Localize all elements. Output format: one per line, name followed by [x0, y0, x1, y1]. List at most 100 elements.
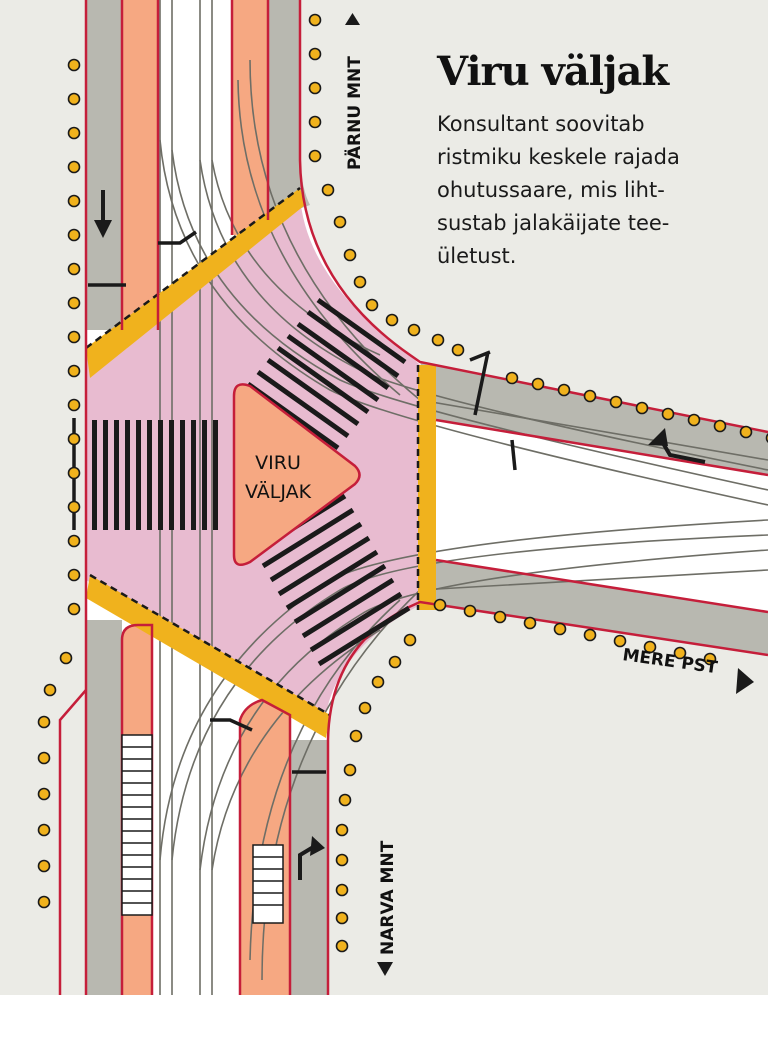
tree-dot: [661, 407, 675, 421]
tree-dot: [358, 701, 372, 715]
tree-dot: [583, 628, 597, 642]
tree-dot: [308, 47, 322, 61]
tree-dot: [67, 194, 81, 208]
tree-dot: [37, 859, 51, 873]
tree-dot: [67, 568, 81, 582]
tree-dot: [67, 466, 81, 480]
tree-dot: [407, 323, 421, 337]
tree-dot: [613, 634, 627, 648]
street-name-narva: NARVA MNT: [378, 840, 398, 955]
north-bus-lane-right: [232, 0, 268, 235]
crosswalk-southeast: [253, 493, 411, 667]
tree-dot: [713, 419, 727, 433]
tree-dot: [59, 651, 73, 665]
south-gray-lane-left: [86, 620, 122, 995]
tree-dot: [609, 395, 623, 409]
island-label-line-1: VIRU: [255, 452, 301, 474]
description-line: ohutussaare, mis liht-: [437, 178, 665, 202]
info-box: Viru väljak Konsultant soovitab ristmiku…: [437, 48, 737, 273]
tree-dot: [553, 622, 567, 636]
direction-arrow-icon: [736, 668, 754, 694]
tree-dot: [67, 228, 81, 242]
crosswalk-south-right: [252, 844, 284, 924]
tree-dot: [67, 126, 81, 140]
description-line: Konsultant soovitab: [437, 112, 645, 136]
north-bus-lane: [122, 0, 158, 330]
tree-dot: [67, 160, 81, 174]
tree-dot: [687, 413, 701, 427]
tree-dot: [308, 115, 322, 129]
tree-dot: [308, 149, 322, 163]
east-gray-lane-top: [420, 362, 768, 475]
tree-dot: [37, 895, 51, 909]
tree-dot: [67, 500, 81, 514]
tree-dot: [67, 534, 81, 548]
tree-dot: [308, 13, 322, 27]
tree-dot: [37, 823, 51, 837]
arrow-left-turn-icon: [648, 428, 706, 464]
tree-dot: [335, 939, 349, 953]
tree-dot: [643, 640, 657, 654]
tree-dot: [67, 364, 81, 378]
tree-dot: [67, 92, 81, 106]
east-gray-lane-bottom: [420, 560, 768, 655]
tree-dot: [451, 343, 465, 357]
description-line: sustab jalakäijate tee-: [437, 211, 670, 235]
page-title: Viru väljak: [437, 48, 669, 95]
street-label-south: NARVA MNT: [377, 840, 398, 976]
tree-dot: [67, 296, 81, 310]
tree-dot: [493, 610, 507, 624]
tree-dot: [343, 248, 357, 262]
tree-dot: [431, 333, 445, 347]
tree-dot: [531, 377, 545, 391]
tree-dot: [673, 646, 687, 660]
tree-dot: [371, 675, 385, 689]
tree-dot: [463, 604, 477, 618]
tree-dot: [353, 275, 367, 289]
tree-dot: [43, 683, 57, 697]
north-gray-lane-left: [86, 0, 122, 330]
street-label-north: PÄRNU MNT: [343, 13, 365, 170]
crosswalk-south-left: [121, 734, 153, 916]
crosswalk-west: [92, 420, 218, 530]
intersection-map: VIRU VÄLJAK PÄRNU MNT MERE PST NARVA MNT: [0, 0, 768, 995]
tree-dot: [338, 793, 352, 807]
direction-arrow-icon: [377, 962, 393, 976]
tree-dot: [343, 763, 357, 777]
yellow-dash-lines: [85, 186, 420, 717]
description-line: ületust.: [437, 244, 517, 268]
tree-dot: [308, 81, 322, 95]
tram-tracks: [159, 0, 768, 995]
description-line: ristmiku keskele rajada: [437, 145, 680, 169]
street-name-parnu: PÄRNU MNT: [343, 56, 365, 170]
tree-dot: [433, 598, 447, 612]
direction-arrow-icon: [345, 13, 360, 25]
tree-dot: [333, 215, 347, 229]
tree-dot: [703, 652, 717, 666]
description: Konsultant soovitab ristmiku keskele raj…: [437, 108, 737, 273]
road-borders: [58, 0, 768, 995]
arrow-right-turn-icon: [298, 836, 325, 880]
tree-dot: [37, 715, 51, 729]
tree-dot: [385, 313, 399, 327]
yellow-markings: [86, 188, 436, 738]
tree-dot: [557, 383, 571, 397]
south-gray-lane-right: [290, 740, 328, 995]
tree-dot: [335, 883, 349, 897]
tree-dot: [67, 602, 81, 616]
tree-dot: [67, 58, 81, 72]
tree-dot: [321, 183, 335, 197]
safety-island: [232, 383, 361, 567]
crosswalk-northeast: [246, 297, 407, 451]
tree-dot: [523, 616, 537, 630]
tree-dot: [403, 633, 417, 647]
tree-dot: [67, 262, 81, 276]
tree-dot: [335, 853, 349, 867]
tree-dot: [349, 729, 363, 743]
tree-dot: [505, 371, 519, 385]
tree-dot: [37, 787, 51, 801]
tree-dot: [739, 425, 753, 439]
tree-dot: [335, 823, 349, 837]
island-label-line-2: VÄLJAK: [245, 480, 312, 503]
tree-dot: [335, 911, 349, 925]
